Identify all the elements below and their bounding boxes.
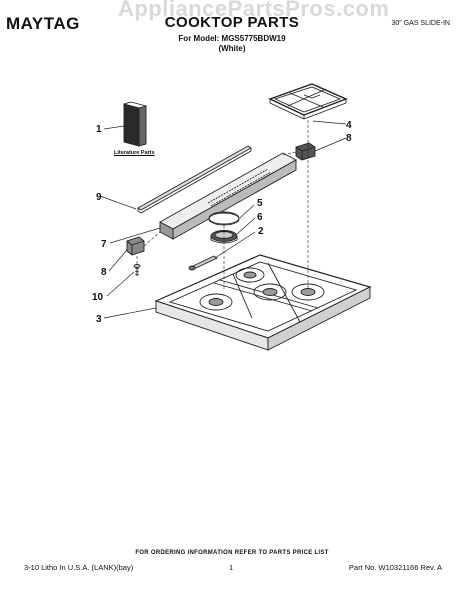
- brand-logo: MAYTAG: [6, 14, 80, 33]
- color-line: (White): [218, 44, 246, 53]
- watermark: AppliancePartsPros.com: [118, 0, 390, 21]
- callout-7: 7: [101, 239, 107, 250]
- callout-4: 4: [346, 120, 352, 131]
- model-line: For Model: MGS5775BDW19: [178, 34, 286, 43]
- page-number: 1: [229, 563, 234, 572]
- grate: [268, 83, 348, 120]
- product-type: 30" GAS SLIDE-IN: [391, 20, 450, 27]
- ordering-note: FOR ORDERING INFORMATION REFER TO PARTS …: [135, 550, 329, 556]
- callout-5: 5: [257, 198, 263, 209]
- burner-cap: [208, 211, 240, 226]
- callout-8-right: 8: [346, 133, 352, 144]
- callout-2: 2: [258, 226, 264, 237]
- callout-9: 9: [96, 192, 102, 203]
- literature-booklet: [123, 101, 147, 147]
- cooktop-main-top: [154, 254, 372, 351]
- litho-note: 3-10 Litho In U.S.A. (LANK)(bay): [24, 563, 134, 572]
- screw: [133, 263, 141, 276]
- part-number: Part No. W10321166 Rev. A: [348, 563, 442, 572]
- callout-8-left: 8: [101, 267, 107, 278]
- trim-strip: [137, 145, 252, 214]
- control-panel: [159, 152, 297, 240]
- callout-10: 10: [92, 292, 104, 303]
- igniter: [188, 255, 218, 271]
- callout-3: 3: [96, 314, 102, 325]
- literature-parts-label: Literature Parts: [114, 150, 155, 156]
- page-title: COOKTOP PARTS: [164, 14, 300, 31]
- callout-6: 6: [257, 212, 263, 223]
- knob-left: [126, 236, 145, 256]
- callout-1: 1: [96, 124, 102, 135]
- knob-right: [295, 142, 316, 161]
